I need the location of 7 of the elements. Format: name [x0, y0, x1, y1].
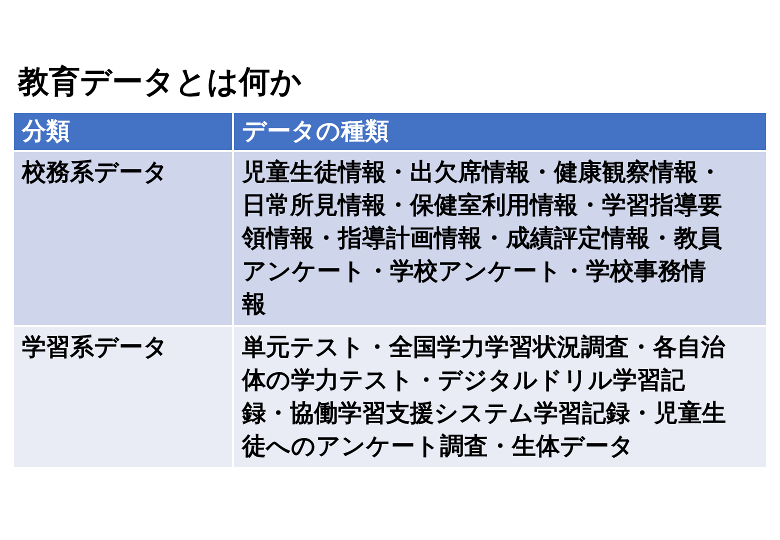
- category-cell: 校務系データ: [14, 151, 233, 326]
- category-cell: 学習系データ: [14, 326, 233, 468]
- slide-title: 教育データとは何か: [18, 63, 302, 102]
- column-header: データの種類: [233, 113, 767, 151]
- data-types-cell: 単元テスト・全国学力学習状況調査・各自治体の学力テスト・デジタルドリル学習記録・協働学習支援システム学習記録・児童生徒へのアンケート調査・生体データ: [233, 326, 767, 468]
- column-header: 分類: [14, 113, 233, 151]
- data-types-cell: 児童生徒情報・出欠席情報・健康観察情報・日常所見情報・保健室利用情報・学習指導要領情報・指導計画情報・成績評定情報・教員アンケート・学校アンケート・学校事務情報: [233, 151, 767, 326]
